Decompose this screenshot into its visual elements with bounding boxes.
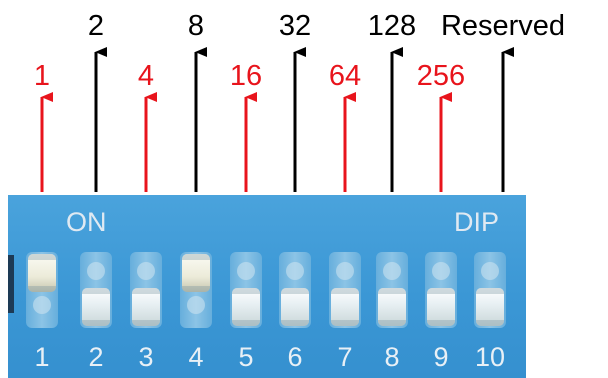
dip-switch-7[interactable] [329, 252, 361, 328]
switch-number-5: 5 [238, 342, 254, 372]
switch-knob[interactable] [28, 254, 56, 292]
dip-switch-2[interactable] [80, 252, 112, 328]
on-label: ON [66, 207, 107, 237]
switch-number-8: 8 [384, 342, 400, 372]
value-label-16: 16 [229, 60, 263, 92]
dip-switch-3[interactable] [130, 252, 162, 328]
switch-knob[interactable] [331, 288, 359, 326]
switch-number-6: 6 [287, 342, 303, 372]
switch-slot [336, 262, 354, 280]
dip-switch-5[interactable] [230, 252, 262, 328]
switch-number-9: 9 [433, 342, 449, 372]
switch-knob[interactable] [232, 288, 260, 326]
switch-knob[interactable] [132, 288, 160, 326]
switch-slot [432, 262, 450, 280]
switch-number-4: 4 [188, 342, 204, 372]
value-label-reserved: Reserved [440, 10, 566, 42]
switch-slot [481, 262, 499, 280]
dip-switch-board: ON DIP 1 2 3 4 5 6 7 8 9 10 [8, 195, 526, 378]
dip-switch-9[interactable] [425, 252, 457, 328]
switch-slot [286, 262, 304, 280]
value-label-1: 1 [33, 60, 51, 92]
value-label-8: 8 [187, 10, 205, 42]
value-label-128: 128 [367, 10, 417, 42]
switch-knob[interactable] [476, 288, 504, 326]
switch-slot [33, 296, 51, 314]
switch-slot [87, 262, 105, 280]
switch-knob[interactable] [427, 288, 455, 326]
dip-switch-6[interactable] [279, 252, 311, 328]
board-edge [8, 255, 14, 313]
switch-number-1: 1 [34, 342, 50, 372]
switch-slot [237, 262, 255, 280]
switch-number-10: 10 [474, 342, 506, 372]
dip-switch-8[interactable] [376, 252, 408, 328]
dip-switch-10[interactable] [474, 252, 506, 328]
switch-slot [137, 262, 155, 280]
dip-switch-1[interactable] [26, 252, 58, 328]
switch-knob[interactable] [378, 288, 406, 326]
switch-knob[interactable] [182, 254, 210, 292]
switch-knob[interactable] [82, 288, 110, 326]
value-label-32: 32 [278, 10, 312, 42]
switch-number-3: 3 [138, 342, 154, 372]
switch-knob[interactable] [281, 288, 309, 326]
switch-number-7: 7 [337, 342, 353, 372]
value-label-64: 64 [328, 60, 362, 92]
value-label-2: 2 [87, 10, 105, 42]
value-label-256: 256 [416, 60, 466, 92]
dip-switch-4[interactable] [180, 252, 212, 328]
switch-number-2: 2 [88, 342, 104, 372]
dip-label: DIP [454, 207, 500, 237]
switch-slot [187, 296, 205, 314]
switch-slot [383, 262, 401, 280]
value-label-4: 4 [137, 60, 155, 92]
